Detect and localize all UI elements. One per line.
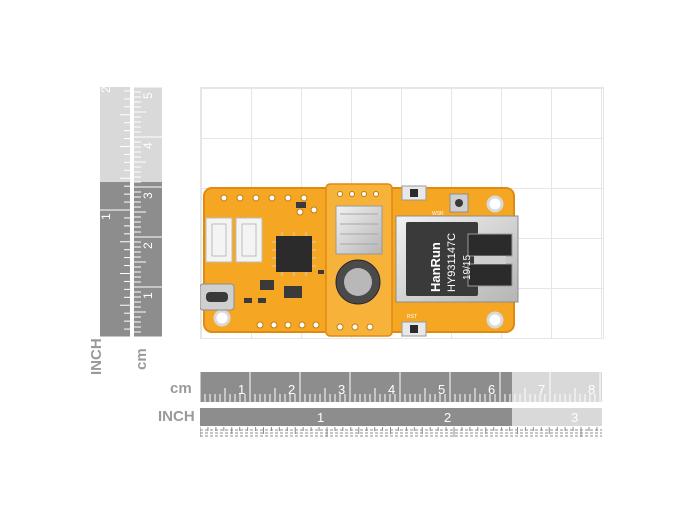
cm-tick-label: 6	[488, 382, 495, 397]
pin-header-bottom	[256, 321, 374, 331]
inch-unit-label: INCH	[158, 408, 195, 425]
vertical-cm-tick-label: 2	[141, 242, 155, 249]
vertical-cm-tick-label: 1	[141, 292, 155, 299]
mount-hole-icon	[486, 311, 504, 329]
pcb-board: HanRun HY931147C 19/15 RST WSR	[200, 183, 519, 337]
cm-tick-label: 5	[438, 382, 445, 397]
smd-components	[244, 202, 324, 303]
cm-tick-label: 1	[238, 382, 245, 397]
inch-tick-label: 2	[444, 410, 451, 425]
vertical-cm-tick-label: 3	[141, 192, 155, 199]
cm-tick-label: 4	[388, 382, 395, 397]
horizontal-cm-ruler: 1 2 3 4 5 6 7 8	[200, 372, 602, 402]
jack-brand-label: HanRun	[428, 242, 443, 292]
vertical-inch-ruler: 12	[100, 87, 130, 337]
vertical-inch-unit-label: INCH	[88, 338, 105, 375]
cm-unit-label: cm	[170, 380, 192, 397]
inch-tick-label: 3	[571, 410, 578, 425]
mount-hole-icon	[486, 195, 504, 213]
inch-tick-label: 1	[317, 410, 324, 425]
mount-hole-icon	[213, 309, 231, 327]
jack-model-label: HY931147C	[446, 233, 458, 292]
cm-tick-label: 2	[288, 382, 295, 397]
cm-tick-label: 3	[338, 382, 345, 397]
vertical-cm-tick-label: 4	[141, 142, 155, 149]
pin-header-top	[220, 194, 318, 216]
vertical-inch-tick-label: 2	[100, 87, 113, 93]
vertical-cm-ruler: 1 2 3 4 5	[134, 87, 162, 337]
vertical-cm-tick-label: 5	[141, 92, 155, 99]
grove-connector-1	[205, 217, 233, 263]
horizontal-inch-ruler: 1 2 3	[200, 408, 602, 437]
grove-connector-2	[235, 217, 263, 263]
cm-tick-label: 7	[538, 382, 545, 397]
vertical-inch-tick-label: 1	[100, 213, 113, 220]
jack-date-label: 19/15	[462, 255, 473, 280]
microcontroller-chip	[276, 236, 312, 272]
heatsink	[335, 205, 383, 255]
vertical-cm-unit-label: cm	[133, 348, 150, 370]
silk-wsr-label: WSR	[432, 211, 444, 217]
cm-tick-label: 8	[588, 382, 595, 397]
silk-rst-label: RST	[407, 314, 417, 320]
